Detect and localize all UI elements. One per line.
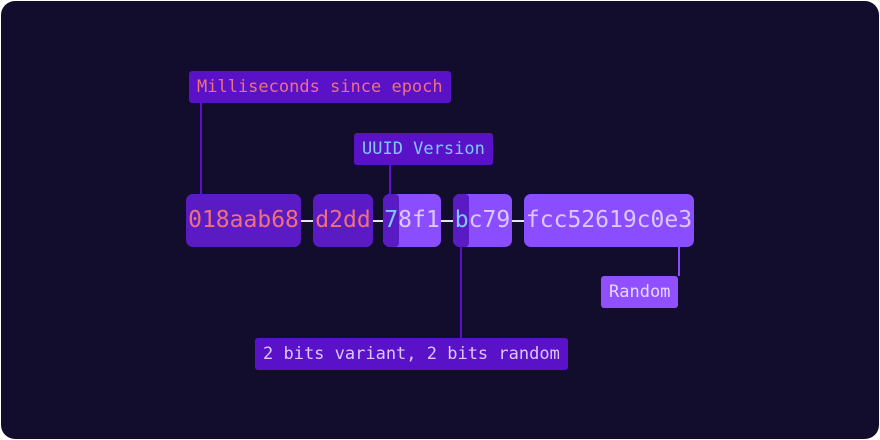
rand-a-text: 8f1 [398,207,440,233]
random-connector [678,247,680,276]
version-random-text: 78f1 [384,207,439,233]
dash-separator [301,220,313,222]
dash-separator [373,220,383,222]
random-label: Random [601,276,679,308]
timestamp-high-segment: 018aab68 [186,194,301,247]
version-random-segment: 78f1 [383,194,441,247]
random-node-text: fcc52619c0e3 [525,207,693,233]
milliseconds-label: Milliseconds since epoch [189,71,451,103]
variant-nibble-highlight [453,194,469,247]
milliseconds-connector [200,102,202,194]
timestamp-low-segment: d2dd [313,194,373,247]
timestamp-high-text: 018aab68 [188,207,299,233]
version-connector [389,164,391,194]
rand-b-text: c79 [468,207,511,233]
variant-random-text: bc79 [455,207,510,233]
variant-digit: b [454,207,469,233]
variant-label-text: 2 bits variant, 2 bits random [263,344,560,364]
milliseconds-label-text: Milliseconds since epoch [197,77,443,97]
dash-separator [441,220,453,222]
random-label-text: Random [609,282,671,302]
version-label: UUID Version [354,133,493,165]
variant-label: 2 bits variant, 2 bits random [255,338,568,370]
version-label-text: UUID Version [362,139,485,159]
version-digit: 7 [384,207,399,233]
variant-random-segment: bc79 [453,194,512,247]
random-node-segment: fcc52619c0e3 [524,194,694,247]
dash-separator [512,220,524,222]
version-nibble-highlight [383,194,399,247]
timestamp-low-text: d2dd [315,207,371,233]
variant-connector [460,247,462,338]
